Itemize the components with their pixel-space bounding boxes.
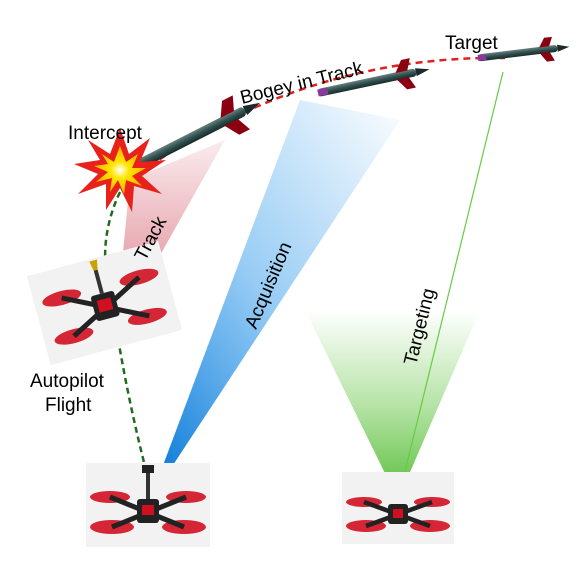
quadcopter-drone-icon: [342, 472, 454, 544]
missile-icon: [137, 95, 261, 169]
autopilot-label: Autopilot: [30, 371, 105, 392]
targeting-beam: [305, 310, 480, 500]
targeting-line: [397, 71, 504, 501]
explosion-icon: [74, 128, 166, 212]
quadcopter-drone-icon: [26, 241, 183, 366]
quadcopter-drone-icon: [86, 463, 210, 547]
target-label: Target: [445, 33, 499, 54]
missile-icon: [317, 58, 430, 97]
autopilot-path: [103, 191, 150, 479]
acquisition-beam: [150, 100, 400, 500]
flight-label: Flight: [45, 395, 92, 416]
intercept-label: Intercept: [68, 123, 143, 144]
missile-icon: [477, 36, 570, 62]
